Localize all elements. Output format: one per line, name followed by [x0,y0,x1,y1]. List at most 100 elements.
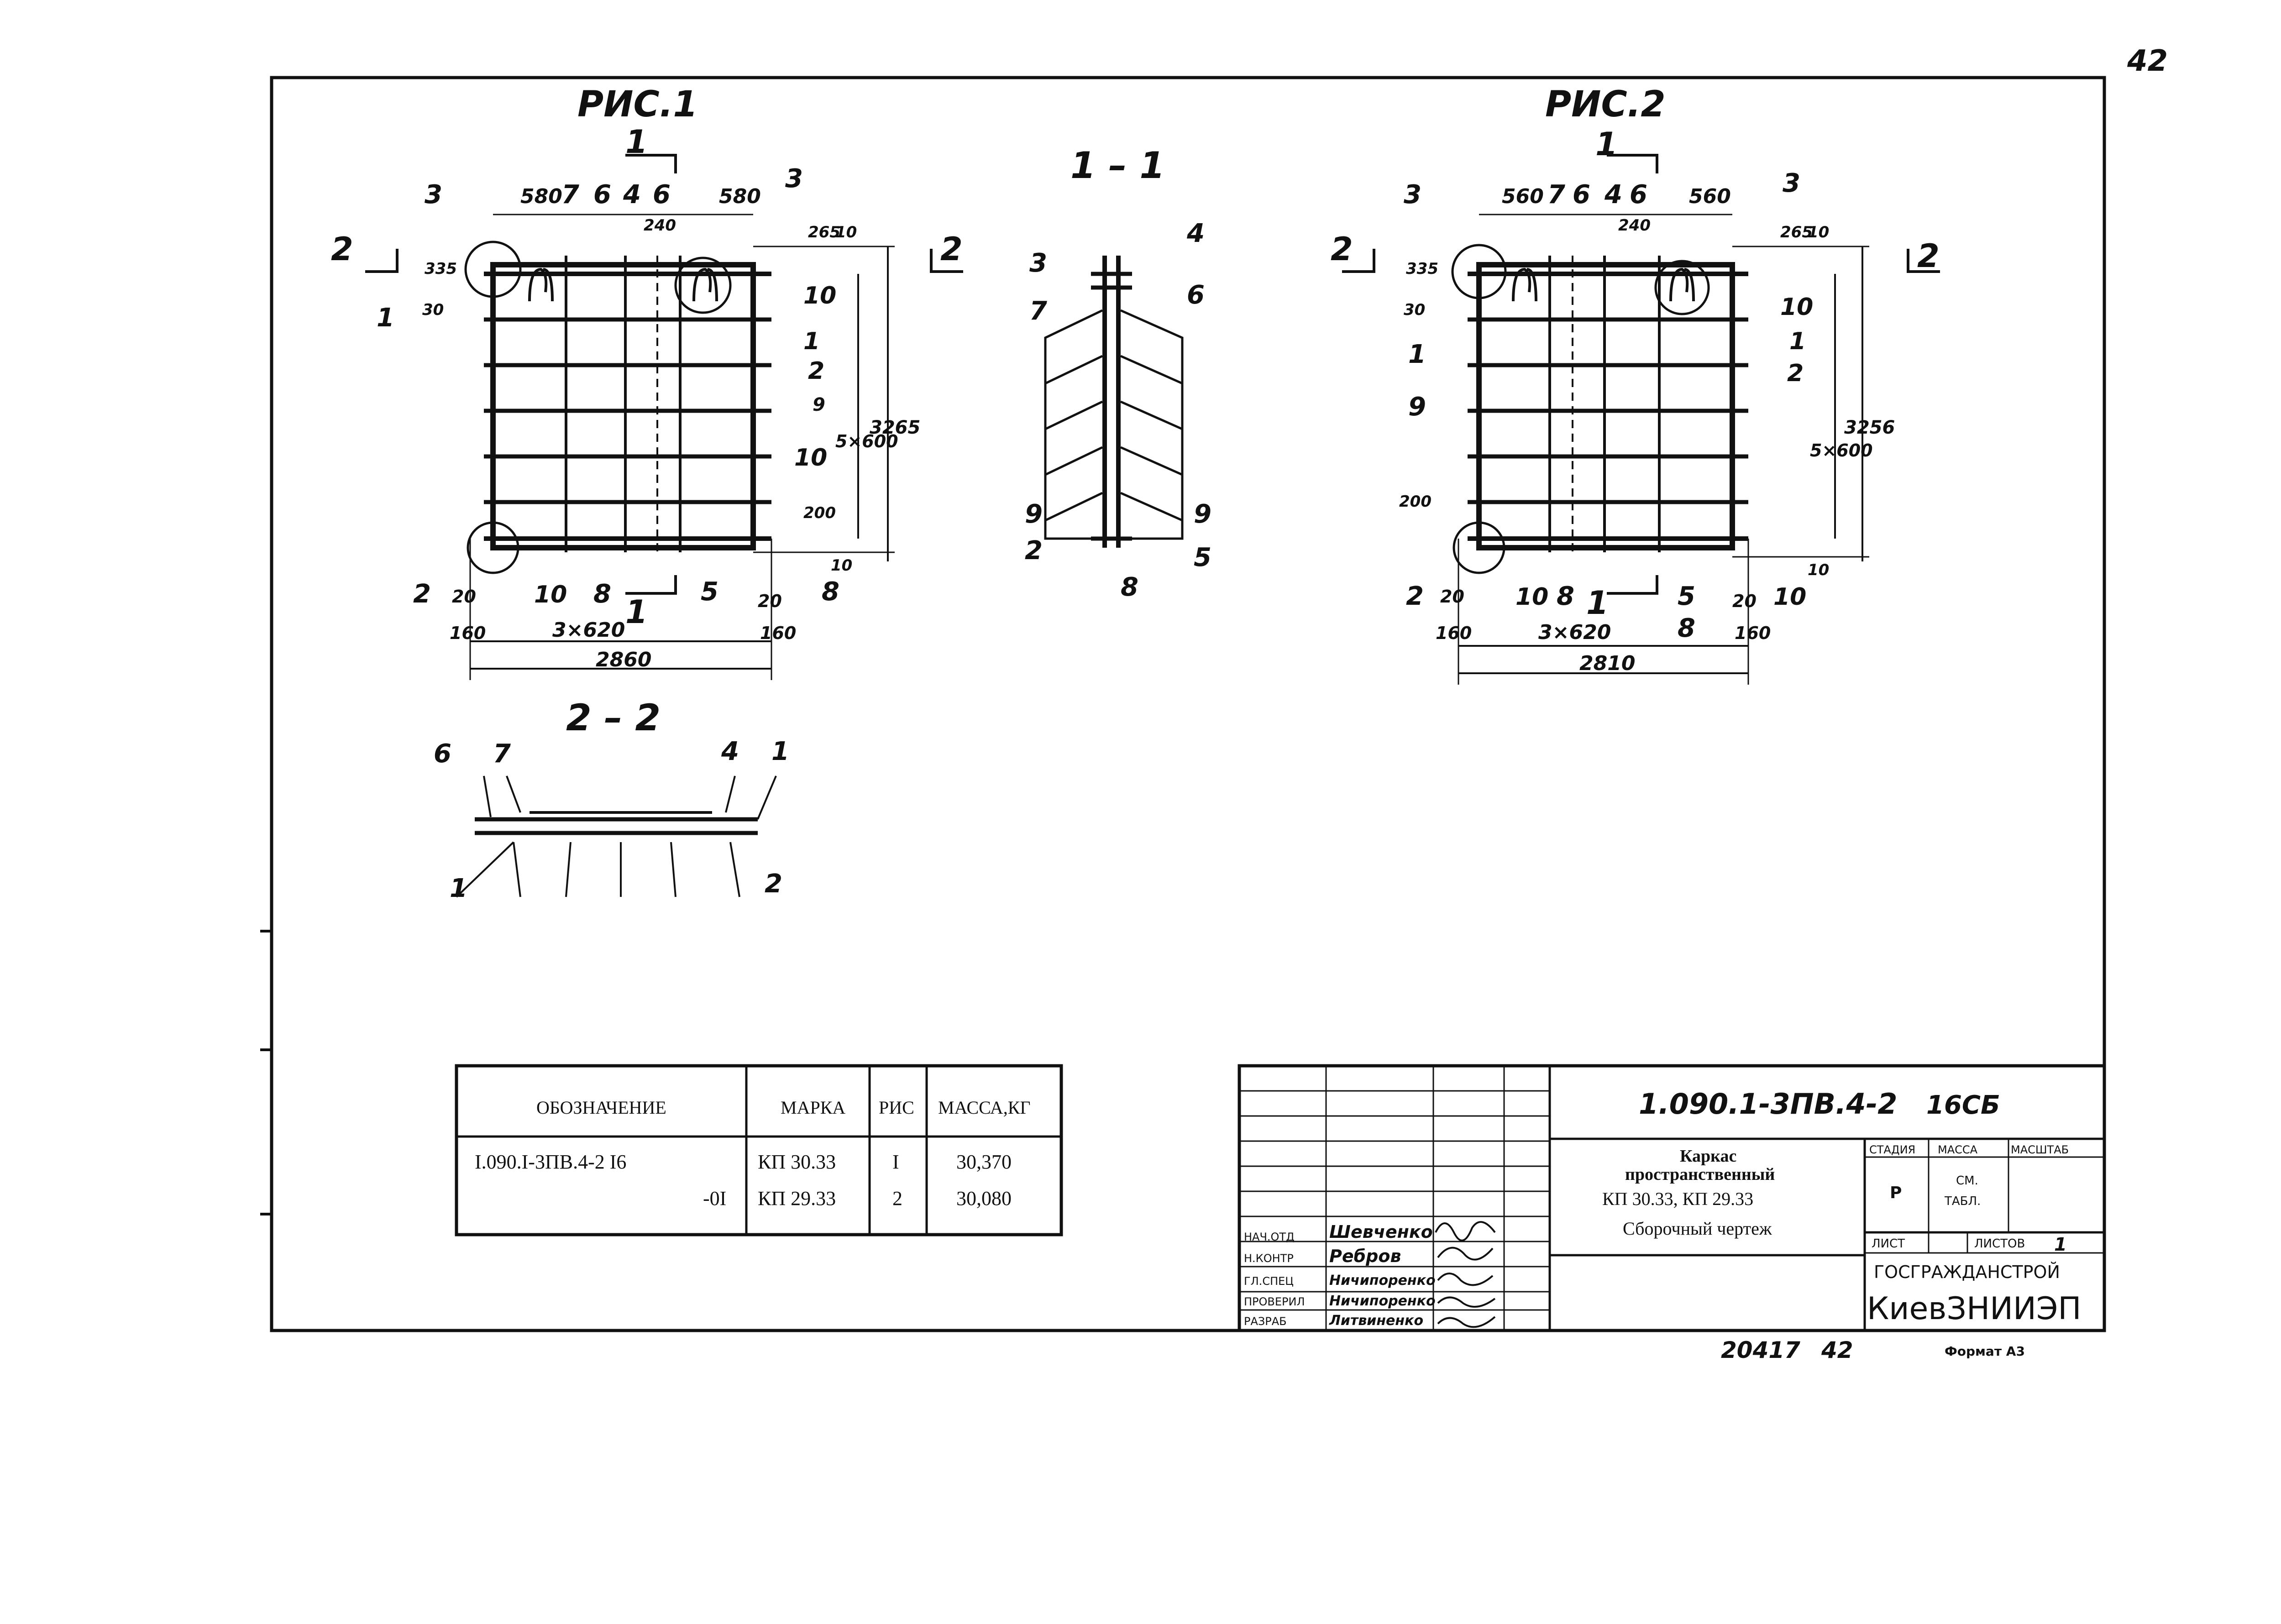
section11-title: 1 – 1 [1070,144,1165,187]
fig1-detail-circle-bl [467,521,519,574]
fig1-callout-3-left: 3 [425,180,442,210]
section22-callout-1-left: 1 [450,874,467,903]
title-block [1238,1064,2106,1332]
spec-row2-mass: 30,080 [956,1187,1012,1210]
fig2-callout-8b: 8 [1678,613,1695,643]
fig2-callout-1-left: 1 [1408,340,1426,369]
fig1-section-mark-1-top [625,154,677,173]
fig2-cut-1-bottom: 1 [1586,584,1609,622]
figure-2 [1342,154,1940,685]
fig1-cut-2-left: 2 [331,231,353,268]
fig2-section-mark-2-left [1342,249,1375,273]
fig1-lifting-loop-left [528,267,554,302]
tb-org-line-2: КиевЗНИИЭП [1867,1291,2081,1327]
fig1-dim-20-right: 20 [758,591,782,611]
spec-row2-fig: 2 [892,1187,902,1210]
section22-callout-4: 4 [721,737,739,766]
fig2-section-mark-1-top [1607,154,1658,173]
spec-header-mass: МАССА,КГ [938,1097,1031,1118]
tb-stage: Р [1890,1184,1902,1202]
fig2-callout-6b: 6 [1630,180,1647,210]
tb-name-1: Шевченко [1329,1222,1433,1242]
fig1-cage-outline [490,262,756,550]
signature-scribble [1437,1316,1496,1328]
figure-1: РИС.1 [365,84,963,680]
fig2-callout-2-left: 2 [1406,581,1424,611]
fig1-cut-1-bottom: 1 [625,593,648,631]
fig1-callout-9: 9 [813,394,825,415]
fig1-callout-10-mid: 10 [794,444,827,471]
spec-row1-mass: 30,370 [956,1151,1012,1173]
fig1-callout-2-right: 2 [808,357,824,385]
fig2-callout-9: 9 [1408,392,1426,422]
tb-role-3: ГЛ.СПЕЦ [1244,1275,1294,1288]
fig2-detail-circle-bl [1452,521,1505,574]
fig2-dim-160-right: 160 [1735,623,1771,643]
fig1-dim-265: 265 [808,223,840,241]
fig1-labels: 580 580 240 265 10 335 30 5×600 3265 200… [331,123,963,671]
fig1-title: РИС.1 [577,84,698,125]
tb-name-5: Литвиненко [1329,1313,1423,1329]
archive-code: 20417 [1721,1337,1800,1363]
section22-leader [456,841,514,898]
fig2-dim-335: 335 [1406,260,1438,278]
section11-strut [1120,492,1183,522]
fig1-lifting-loop-right [692,267,718,302]
section11-callout-2: 2 [1025,536,1043,566]
section22-callout-6: 6 [434,739,451,769]
section22-leader [729,842,740,897]
fig2-dim-200: 200 [1399,492,1432,511]
fig2-cut-2-right: 2 [1917,237,1940,275]
fig2-callout-3-left: 3 [1404,180,1421,210]
fig2-dim-560-right: 560 [1689,185,1731,208]
fig1-dim-30: 30 [422,301,444,319]
spec-table-text: ОБОЗНАЧЕНИЕ МАРКА РИС МАССА,КГ I.090.I-3… [475,1097,1031,1210]
section11-strut [1044,492,1103,522]
section22-callout-7: 7 [493,739,511,769]
fig1-callout-7: 7 [561,180,579,210]
section22-title: 2 – 2 [566,697,661,739]
archive-page: 42 [1821,1337,1853,1363]
tb-role-2: Н.КОНТР [1244,1252,1294,1265]
title-block-border [1238,1064,2106,1332]
section11-callout-8: 8 [1121,572,1138,602]
signature-scribble [1437,1296,1496,1308]
title-block-text: 1.090.1-3ПВ.4-2 16СБ Каркас пространстве… [1244,1087,2081,1329]
section11-strut [1120,355,1183,385]
fig2-title: РИС.2 [1545,84,1666,125]
spec-row1-designation: I.090.I-3ПВ.4-2 I6 [475,1151,626,1173]
fig1-section-mark-2-left [365,249,399,273]
fig1-section-mark-1-bottom [625,575,677,595]
tb-name-line-1: Каркас [1680,1147,1736,1166]
fig2-callout-6a: 6 [1573,180,1590,210]
sheet-frame [270,76,2106,1332]
fig1-callout-3-right: 3 [785,164,803,194]
fig2-detail-circle-tl [1451,244,1507,299]
section22-leader [506,775,521,813]
spec-row2-mark: КП 29.33 [758,1187,836,1210]
page-number: 42 [2127,44,2168,78]
fig1-callout-10-bottom: 10 [534,581,567,608]
fig1-callout-5: 5 [701,577,718,607]
section11-callout-5: 5 [1194,543,1211,572]
section22-leader [725,775,736,813]
fig2-callout-7: 7 [1547,180,1565,210]
fig2-detail-circle-tr [1654,260,1710,315]
fig2-callout-10-bottom: 10 [1515,583,1548,611]
fig2-callout-10-top: 10 [1780,293,1813,321]
fig1-callout-6a: 6 [593,180,611,210]
section11-callout-7: 7 [1029,296,1047,326]
fig2-dim-2810: 2810 [1579,652,1635,675]
fig2-cut-1-top: 1 [1595,126,1618,163]
section11-callout-4: 4 [1186,219,1205,248]
fig1-cut-1-top: 1 [625,123,648,161]
fig2-dim-3256: 3256 [1844,417,1895,438]
section11-callout-9-right: 9 [1194,499,1211,529]
fig1-dim-3x620: 3×620 [552,618,625,642]
section11-strut [1044,400,1103,430]
tb-sheets-label: ЛИСТОВ [1974,1237,2025,1251]
spec-header-designation: ОБОЗНАЧЕНИЕ [536,1097,666,1118]
fig1-dim-20-left: 20 [452,587,476,607]
fig1-dim-10-bottom: 10 [831,556,852,575]
